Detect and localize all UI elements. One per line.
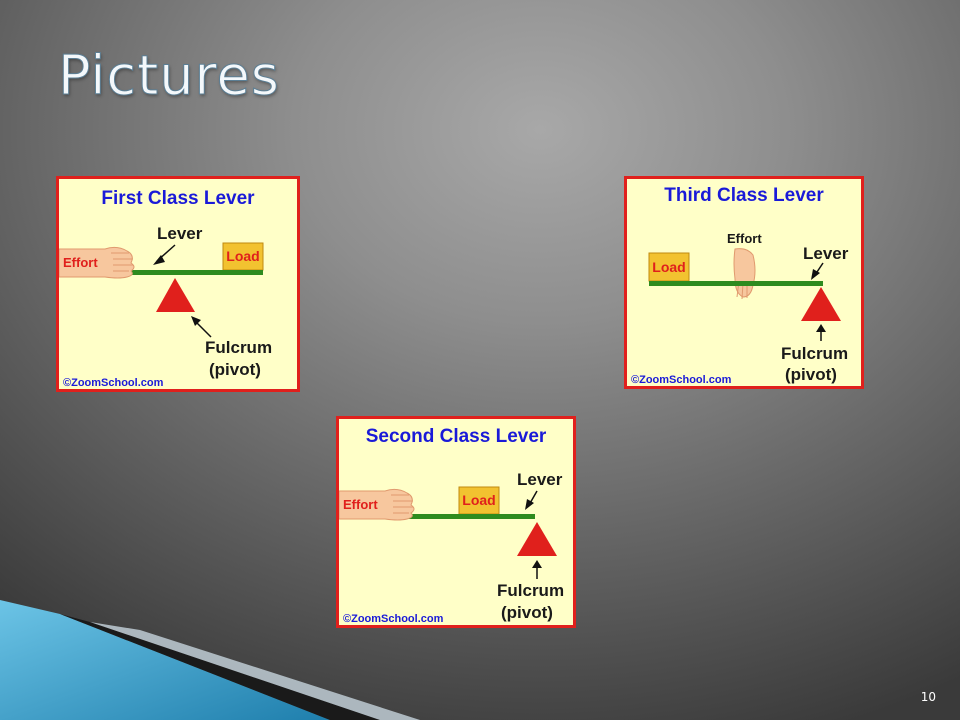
lever-arrow — [811, 262, 824, 280]
lever-arrow — [153, 244, 176, 265]
third-class-lever-panel: Third Class Lever Effort Load Lever Fulc… — [624, 176, 864, 389]
load-label: Load — [226, 248, 259, 264]
pivot-label: (pivot) — [501, 603, 553, 622]
fulcrum-label: Fulcrum — [781, 344, 848, 363]
fulcrum-label: Fulcrum — [205, 338, 272, 357]
fulcrum-triangle — [801, 287, 841, 321]
pivot-label: (pivot) — [209, 360, 261, 379]
copyright-text: ©ZoomSchool.com — [631, 374, 732, 386]
fulcrum-arrow — [816, 324, 826, 341]
page-number: 10 — [920, 690, 936, 704]
lever-bar — [363, 514, 535, 519]
second-class-lever-diagram: Second Class Lever Lever Load Effort Ful… — [339, 426, 564, 625]
panel-title: Second Class Lever — [366, 426, 547, 447]
fulcrum-arrow — [191, 316, 212, 338]
effort-hand-icon — [733, 248, 756, 300]
effort-hand-icon — [59, 246, 135, 279]
lever-label: Lever — [157, 224, 203, 243]
lever-label: Lever — [517, 470, 563, 489]
fulcrum-triangle — [517, 522, 557, 556]
first-class-lever-diagram: First Class Lever Lever Load Effort Fulc… — [59, 188, 272, 389]
lever-arrow — [525, 490, 538, 510]
lever-bar — [649, 281, 823, 286]
effort-label: Effort — [63, 255, 98, 270]
third-class-lever-diagram: Third Class Lever Effort Load Lever Fulc… — [631, 185, 849, 386]
effort-label: Effort — [727, 231, 762, 246]
fulcrum-triangle — [156, 278, 195, 312]
first-class-lever-panel: First Class Lever Lever Load Effort Fulc… — [56, 176, 300, 392]
lever-bar — [91, 270, 263, 275]
second-class-lever-panel: Second Class Lever Lever Load Effort Ful… — [336, 416, 576, 628]
effort-hand-icon — [339, 488, 415, 521]
slide-title: Pictures — [58, 44, 280, 108]
load-label: Load — [462, 492, 495, 508]
panel-title: Third Class Lever — [664, 185, 824, 206]
effort-label: Effort — [343, 497, 378, 512]
lever-label: Lever — [803, 244, 849, 263]
panel-title: First Class Lever — [101, 188, 255, 209]
fulcrum-arrow — [532, 560, 542, 579]
fulcrum-label: Fulcrum — [497, 581, 564, 600]
copyright-text: ©ZoomSchool.com — [343, 613, 444, 625]
load-box — [648, 252, 690, 282]
copyright-text: ©ZoomSchool.com — [63, 377, 164, 389]
load-label: Load — [652, 259, 685, 275]
pivot-label: (pivot) — [785, 365, 837, 384]
corner-decoration — [0, 600, 420, 720]
